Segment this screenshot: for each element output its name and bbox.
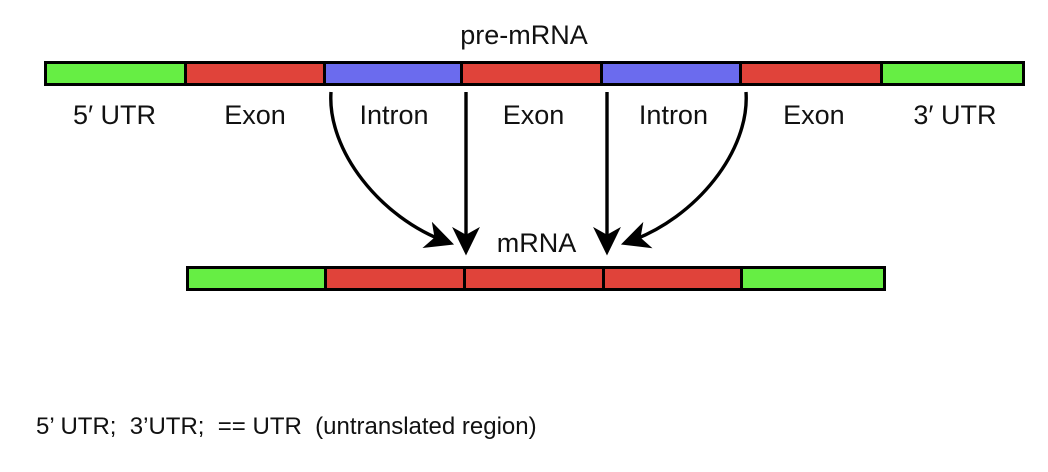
mrna-segment-exon-4 <box>605 269 744 288</box>
pre-mrna-label-intron-3: Intron <box>359 100 429 130</box>
pre-mrna-segment-utr-7 <box>882 64 1022 83</box>
utr-caption: 5’ UTR; 3’UTR; == UTR (untranslated regi… <box>36 413 537 440</box>
pre-mrna-label-exon-4: Exon <box>502 100 565 130</box>
pre-mrna-segment-utr-1 <box>47 64 188 83</box>
mrna-segment-utr-1 <box>189 269 327 288</box>
mrna-segment-exon-3 <box>465 269 606 288</box>
pre-mrna-title: pre-mRNA <box>460 20 588 50</box>
mrna-bar <box>186 266 886 291</box>
pre-mrna-label-exon-6: Exon <box>783 100 845 130</box>
pre-mrna-segment-intron-5 <box>603 64 742 83</box>
pre-mrna-region-labels: 5′ UTR Exon Intron Exon Intron Exon 3′ UTR <box>44 98 1025 138</box>
pre-mrna-bar <box>44 61 1025 86</box>
mrna-segment-utr-5 <box>743 269 883 288</box>
mrna-title: mRNA <box>496 228 577 258</box>
pre-mrna-label-exon-2: Exon <box>224 100 286 130</box>
pre-mrna-segment-exon-6 <box>741 64 883 83</box>
pre-mrna-segment-intron-3 <box>326 64 464 83</box>
mrna-segment-exon-2 <box>326 269 466 288</box>
pre-mrna-label-utr-7: 3′ UTR <box>913 100 997 130</box>
pre-mrna-segment-exon-4 <box>463 64 604 83</box>
pre-mrna-label-utr-1: 5′ UTR <box>72 100 157 130</box>
pre-mrna-segment-exon-2 <box>187 64 327 83</box>
pre-mrna-label-intron-5: Intron <box>638 100 708 130</box>
